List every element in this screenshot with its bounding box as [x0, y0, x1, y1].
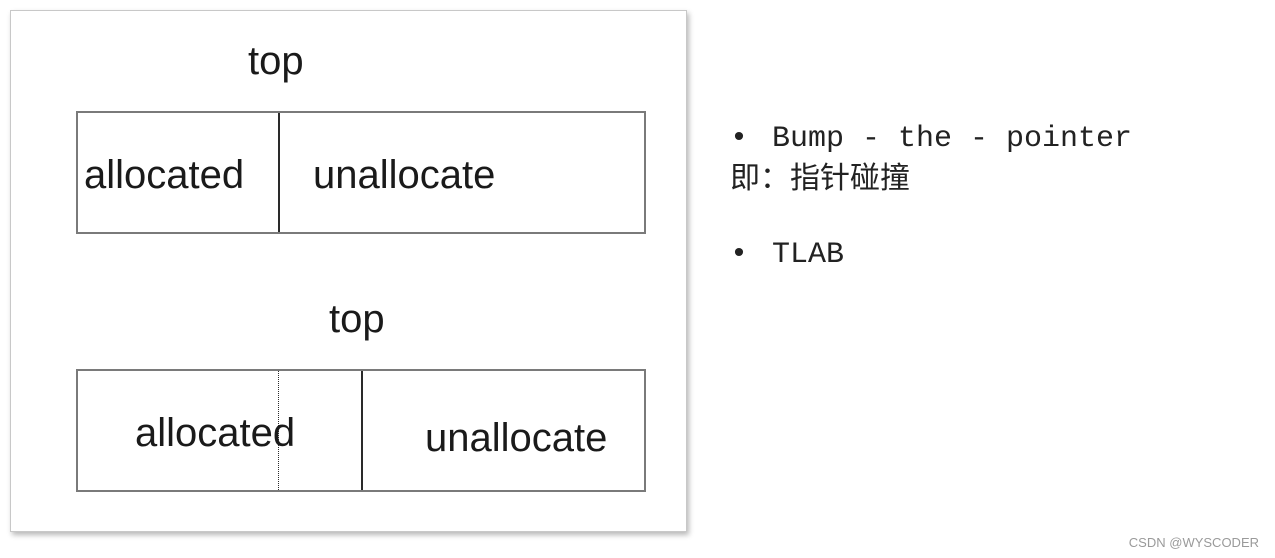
- upper-memory-box: allocated unallocate: [76, 111, 646, 234]
- lower-unallocated-label: unallocate: [425, 416, 608, 460]
- upper-unallocated-label: unallocate: [313, 153, 496, 197]
- upper-top-pointer-line: [278, 113, 280, 232]
- note-title: TLAB: [772, 238, 845, 272]
- upper-top-label: top: [248, 39, 304, 83]
- bullet-icon: •: [730, 238, 749, 272]
- diagram-panel: top allocated unallocate top allocated u…: [10, 10, 687, 532]
- lower-top-pointer-line: [361, 371, 363, 490]
- note-item-bump-pointer: • Bump - the - pointer: [730, 120, 1132, 159]
- note-subtitle: 即：指针碰撞: [730, 161, 910, 196]
- note-title: Bump - the - pointer: [772, 122, 1133, 156]
- lower-memory-box: allocated unallocate: [76, 369, 646, 492]
- note-item-tlab: • TLAB: [730, 236, 1132, 275]
- lower-top-label: top: [329, 297, 385, 341]
- watermark: CSDN @WYSCODER: [1128, 535, 1259, 550]
- lower-tlab-boundary-line: [278, 371, 279, 490]
- upper-allocated-label: allocated: [84, 153, 245, 197]
- bullet-icon: •: [730, 122, 749, 156]
- notes-list: • Bump - the - pointer 即：指针碰撞 • TLAB: [730, 120, 1132, 275]
- lower-allocated-label: allocated: [135, 411, 296, 455]
